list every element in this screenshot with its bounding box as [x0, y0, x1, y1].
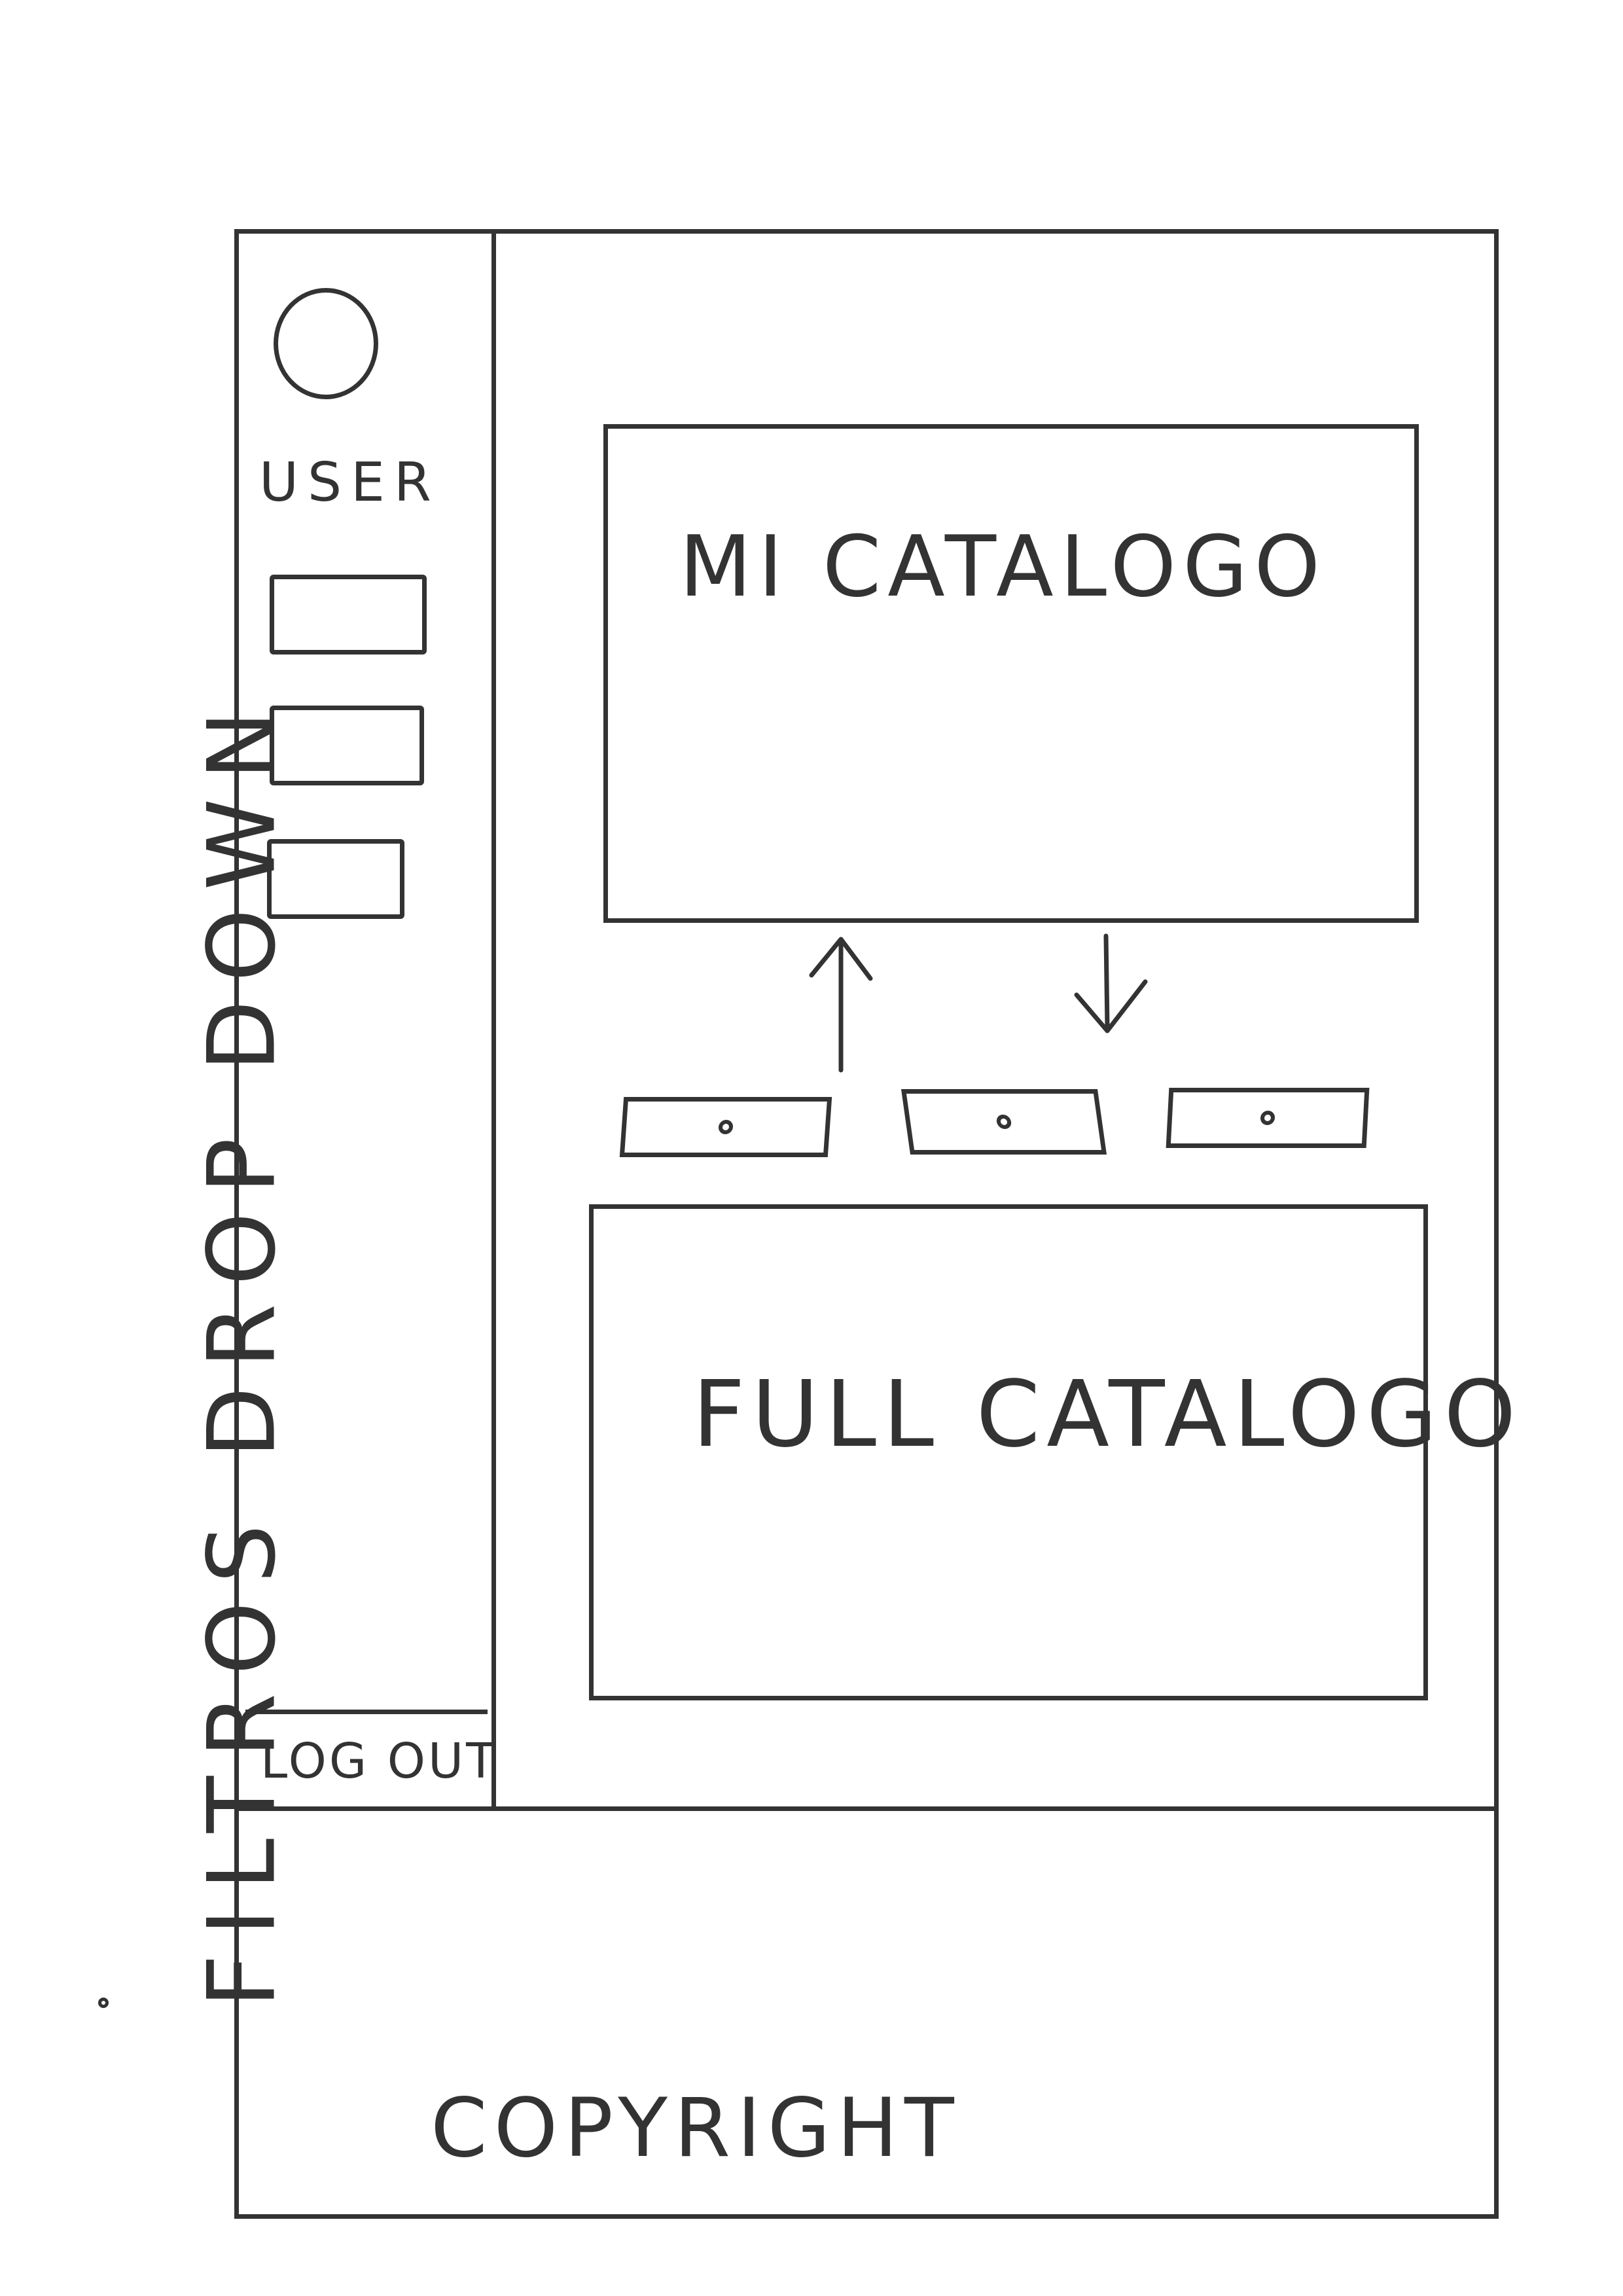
logout-divider — [245, 1710, 488, 1714]
sidebar — [234, 229, 496, 1806]
arrow-down-icon[interactable] — [1067, 929, 1152, 1047]
sidebar-menu-item-1[interactable] — [270, 575, 427, 655]
logout-button[interactable]: LOG OUT — [260, 1733, 499, 1789]
mi-catalogo-panel[interactable] — [603, 424, 1419, 923]
user-label: USER — [259, 452, 440, 514]
copyright-text: COPYRIGHT — [431, 2081, 961, 2176]
catalog-control-button-2[interactable] — [901, 1089, 1107, 1155]
full-catalogo-panel[interactable] — [589, 1204, 1428, 1700]
dot-icon — [995, 1115, 1012, 1129]
catalog-control-button-3[interactable] — [1166, 1088, 1370, 1148]
arrow-up-icon[interactable] — [798, 929, 883, 1080]
annotation-dot — [98, 1998, 109, 2008]
sidebar-menu-item-3[interactable] — [267, 839, 404, 919]
app-frame — [234, 229, 1499, 2219]
mi-catalogo-title: MI CATALOGO — [679, 518, 1327, 616]
full-catalogo-title: FULL CATALOGO — [692, 1361, 1523, 1468]
footer — [234, 1806, 1499, 2219]
filtros-drop-down-annotation: FILTROS DROP DOWN — [188, 692, 296, 2008]
dot-icon — [1260, 1111, 1275, 1125]
user-avatar-icon[interactable] — [274, 288, 378, 399]
sidebar-menu-item-2[interactable] — [270, 706, 424, 785]
dot-icon — [718, 1120, 734, 1134]
catalog-control-button-1[interactable] — [619, 1097, 832, 1157]
